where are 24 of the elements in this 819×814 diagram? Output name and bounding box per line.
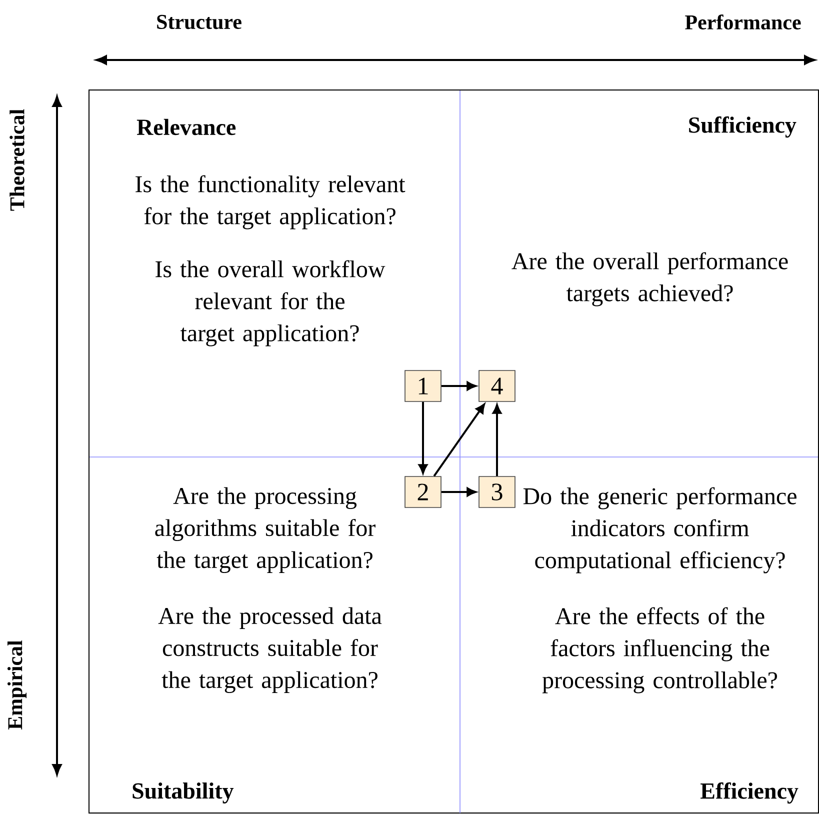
quadrant-heading: Sufficiency	[689, 116, 796, 138]
arrow	[441, 487, 476, 497]
step-box: 1	[404, 370, 442, 402]
arrow	[441, 381, 476, 391]
step-box: 2	[404, 476, 442, 508]
question-text: Are the processed data constructs suitable for the target application?	[158, 607, 382, 694]
arrow	[433, 404, 485, 477]
axis-label: Performance	[685, 14, 801, 30]
question-text: Are the overall performance targets achieved?	[512, 252, 788, 306]
question-text: Are the effects of the factors influencing the processing controllable?	[542, 607, 777, 694]
arrow	[492, 404, 502, 476]
step-box: 3	[478, 476, 516, 508]
question-text: Is the overall workflow relevant for the target application?	[156, 260, 386, 346]
arrow	[418, 402, 428, 474]
axis-label: Structure	[157, 14, 242, 30]
question-text: Is the functionality relevant for the target application?	[136, 175, 406, 230]
step-box: 4	[478, 370, 516, 402]
quadrant-heading: Efficiency	[700, 782, 798, 804]
question-text: Are the processing algorithms suitable for the target application?	[155, 487, 376, 574]
quadrant-heading: Relevance	[136, 118, 236, 136]
question-text: Do the generic performance indicators confirm computational efficiency?	[523, 487, 796, 574]
axis-label: Theoretical	[10, 109, 24, 211]
quadrant-heading: Suitability	[132, 782, 234, 804]
axis-label: Empirical	[7, 640, 27, 730]
